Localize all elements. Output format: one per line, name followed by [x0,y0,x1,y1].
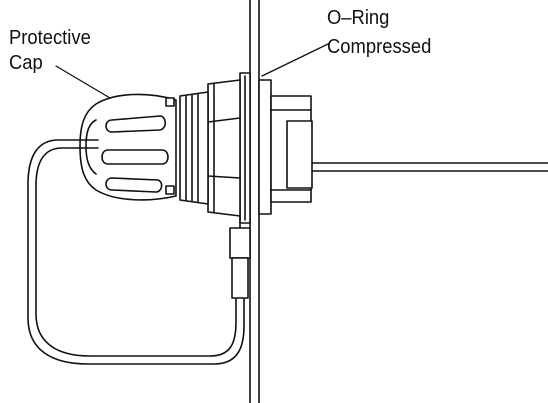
rear-connector-body [258,79,313,215]
hex-nut [207,79,241,217]
oring-label: O–Ring [327,7,390,29]
protective-cap-label-line2: Cap [9,52,43,74]
panel-wall [249,0,260,403]
protective-cap [79,93,177,201]
leader-lines [55,43,329,99]
tether-clip [229,215,251,299]
protective-cap-label: Protective [9,27,91,49]
rear-cable [311,162,548,172]
coupling-body [179,91,209,205]
oring-label-line2: Compressed [327,36,432,58]
oring-flange [239,72,251,224]
tether-strap [27,139,245,365]
